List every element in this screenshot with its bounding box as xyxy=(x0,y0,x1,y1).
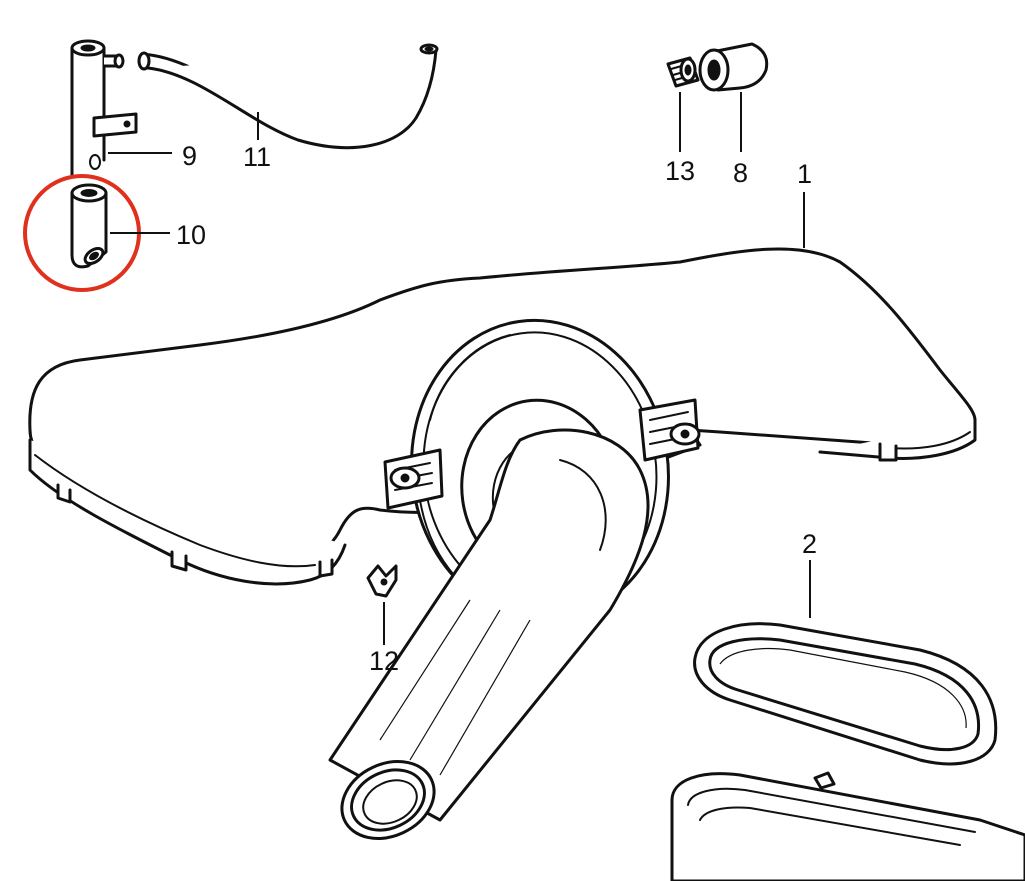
part-13-fitting[interactable] xyxy=(666,56,700,88)
callout-1: 1 xyxy=(797,159,812,189)
callout-8: 8 xyxy=(733,158,748,188)
part-12-wing-nut[interactable] xyxy=(366,564,398,598)
part-2-gasket[interactable] xyxy=(693,622,998,766)
callout-labels: 9 10 11 13 8 1 2 12 xyxy=(176,141,817,676)
callout-10: 10 xyxy=(176,220,206,250)
callout-2: 2 xyxy=(802,529,817,559)
part-10-pipe-elbow[interactable] xyxy=(70,183,108,269)
callout-12: 12 xyxy=(369,646,399,676)
part-11-hose[interactable] xyxy=(137,43,439,150)
part-9-vent-pipe[interactable] xyxy=(70,39,138,177)
callout-9: 9 xyxy=(182,141,197,171)
callout-13: 13 xyxy=(665,156,695,186)
part-1-air-filter-housing[interactable] xyxy=(28,247,977,853)
filter-element[interactable] xyxy=(670,771,1025,881)
callout-11: 11 xyxy=(243,142,271,172)
leader-lines xyxy=(108,92,811,645)
part-8-grommet[interactable] xyxy=(698,42,769,92)
